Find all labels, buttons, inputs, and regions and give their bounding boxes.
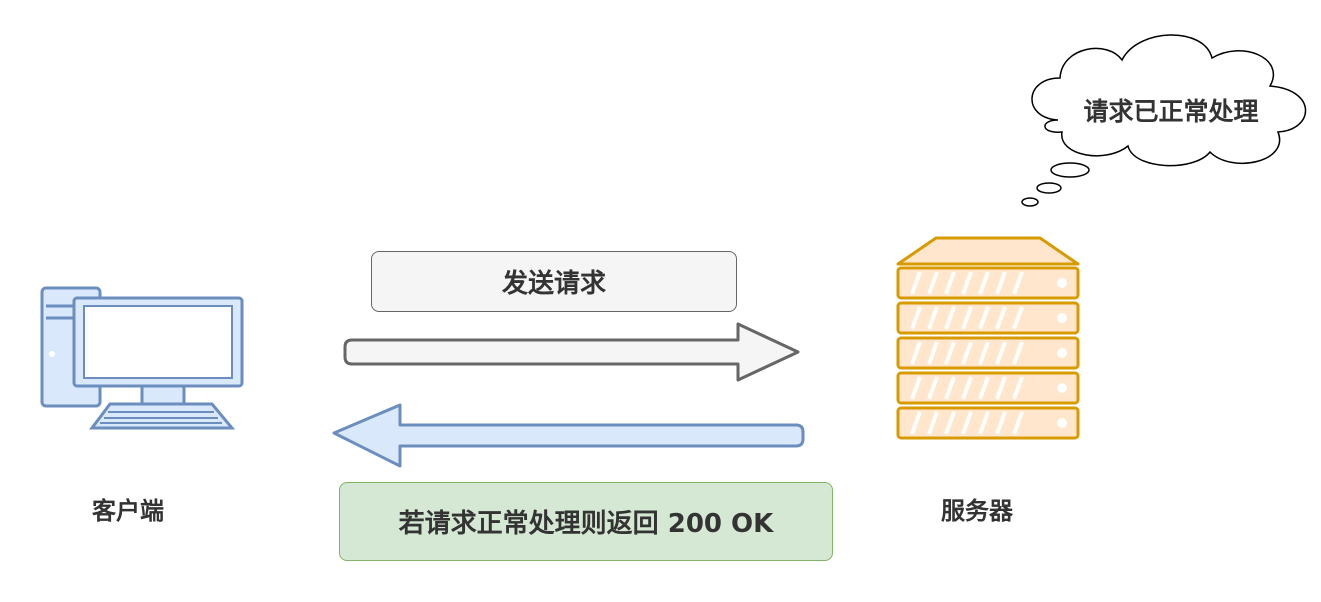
server-unit: [896, 301, 1080, 335]
response-label-box: 若请求正常处理则返回 200 OK: [339, 482, 833, 561]
client-label: 客户端: [92, 497, 164, 525]
server-rack-icon: [896, 236, 1080, 440]
thought-text: 请求已正常处理: [1083, 97, 1259, 126]
server-unit: [896, 406, 1080, 440]
request-label-box: 发送请求: [371, 251, 737, 312]
server-unit: [896, 371, 1080, 405]
server-unit: [896, 266, 1080, 300]
server-label: 服务器: [941, 497, 1013, 525]
request-arrow: [343, 322, 800, 382]
server-unit: [896, 336, 1080, 370]
desktop-computer-icon: [40, 286, 244, 430]
thought-cloud: [1021, 34, 1307, 207]
response-arrow: [332, 403, 805, 468]
